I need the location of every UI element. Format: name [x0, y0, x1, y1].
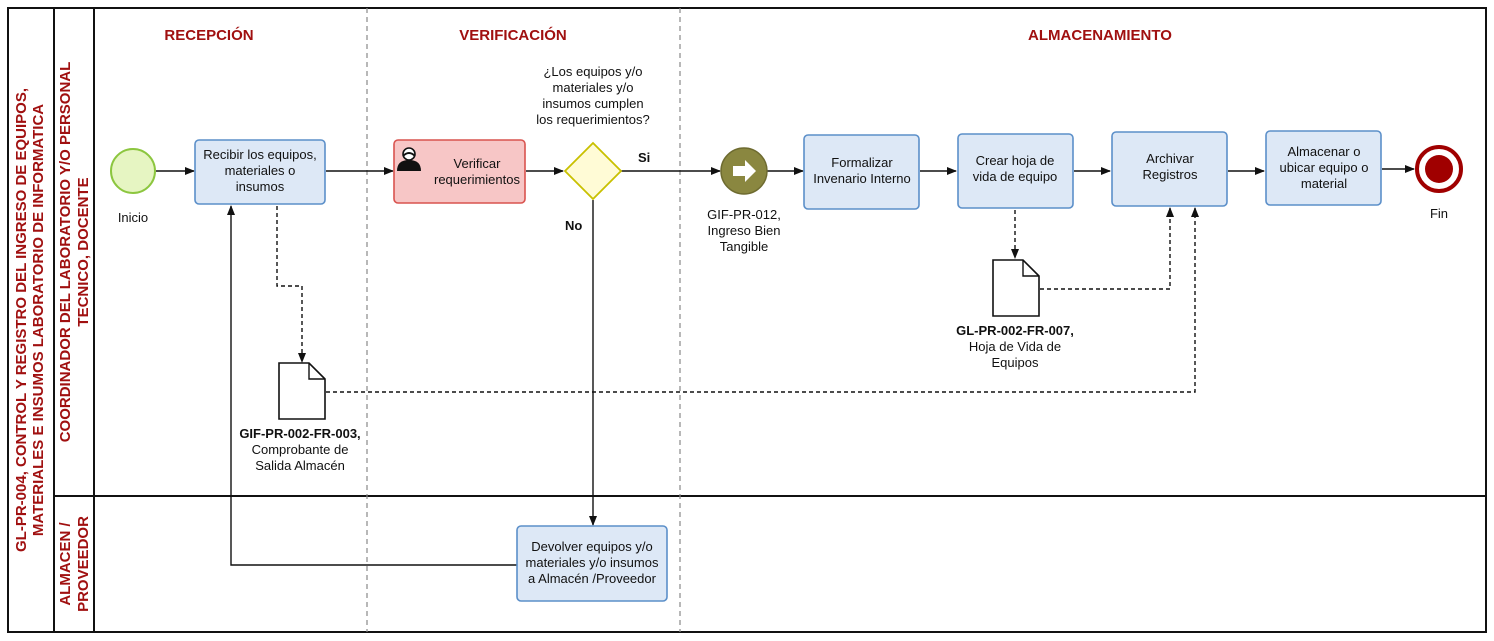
doc2-name-line2: Equipos — [992, 355, 1039, 370]
gateway-no-label: No — [565, 218, 582, 233]
pool-title-line1: GL-PR-004, CONTROL Y REGISTRO DEL INGRES… — [13, 88, 30, 552]
task-receive-line3: insumos — [236, 179, 285, 194]
association-flows — [276, 206, 1199, 393]
task-create-line1: Crear hoja de — [976, 153, 1055, 168]
doc1-name-line1: Comprobante de — [252, 442, 349, 457]
gateway-question-line4: los requerimientos? — [536, 112, 649, 127]
task-store-line2: ubicar equipo o — [1280, 160, 1369, 175]
subprocess-label-line2: Ingreso Bien — [708, 223, 781, 238]
task-create-sheet[interactable]: Crear hoja de vida de equipo — [957, 133, 1074, 209]
task-formalize[interactable]: Formalizar Invenario Interno — [803, 134, 920, 210]
lane-title-coordinator-line2: TECNICO, DOCENTE — [75, 177, 92, 326]
document-icon-doc1[interactable] — [278, 362, 326, 420]
gateway-question-line2: materiales y/o — [553, 80, 634, 95]
task-store-line1: Almacenar o — [1288, 144, 1361, 159]
task-formalize-line2: Invenario Interno — [813, 171, 911, 186]
task-archive-line1: Archivar — [1146, 151, 1194, 166]
assoc-receive-to-doc1 — [276, 206, 306, 363]
assoc-doc2-to-archive — [1040, 207, 1174, 290]
phase-reception: RECEPCIÓN — [164, 26, 253, 44]
task-return[interactable]: Devolver equipos y/o materiales y/o insu… — [516, 525, 668, 602]
end-label: Fin — [1430, 206, 1448, 221]
flow-return-to-receive — [227, 205, 517, 566]
lane-title-warehouse-line2: PROVEEDOR — [75, 516, 92, 612]
gateway-requirements[interactable] — [563, 141, 623, 201]
task-return-line1: Devolver equipos y/o — [531, 539, 652, 554]
doc1-name-line2: Salida Almacén — [255, 458, 345, 473]
subprocess-link-event[interactable] — [720, 147, 768, 195]
lane-title-warehouse-line1: ALMACEN / — [57, 522, 74, 606]
lane-title-coordinator-line1: COORDINADOR DEL LABORATORIO Y/O PERSONAL — [57, 62, 74, 443]
doc1-code: GIF-PR-002-FR-003, — [239, 426, 360, 441]
start-label: Inicio — [118, 210, 148, 225]
start-event[interactable] — [110, 148, 156, 194]
pool-frame — [7, 7, 1487, 633]
task-receive[interactable]: Recibir los equipos, materiales o insumo… — [194, 139, 326, 205]
gateway-yes-label: Si — [638, 150, 650, 165]
task-return-line3: a Almacén /Proveedor — [528, 571, 657, 586]
task-verify-line2: requerimientos — [434, 172, 520, 187]
task-create-line2: vida de equipo — [973, 169, 1058, 184]
gateway-question-line1: ¿Los equipos y/o — [543, 64, 642, 79]
lane-title-warehouse: ALMACEN / PROVEEDOR — [57, 516, 92, 612]
start-circle — [110, 148, 156, 194]
task-receive-line1: Recibir los equipos, — [203, 147, 316, 162]
gateway-question-line3: insumos cumplen — [542, 96, 643, 111]
subprocess-label-line1: GIF-PR-012, — [707, 207, 781, 222]
sequence-flows — [156, 165, 1415, 566]
task-verify-line1: Verificar — [454, 156, 502, 171]
assoc-doc1-to-archive — [326, 207, 1199, 393]
phase-verification: VERIFICACIÓN — [459, 26, 567, 44]
task-store-line3: material — [1301, 176, 1347, 191]
task-formalize-line1: Formalizar — [831, 155, 893, 170]
pool-title-line2: MATERIALES E INSUMOS LABORATORIO DE INFO… — [30, 104, 47, 536]
document-icon-doc2[interactable] — [992, 259, 1040, 317]
doc2-code: GL-PR-002-FR-007, — [956, 323, 1074, 338]
task-store[interactable]: Almacenar o ubicar equipo o material — [1265, 130, 1382, 206]
user-icon — [397, 147, 421, 171]
task-verify[interactable]: Verificar requerimientos — [393, 139, 526, 204]
task-archive-line2: Registros — [1143, 167, 1198, 182]
pool-title: GL-PR-004, CONTROL Y REGISTRO DEL INGRES… — [13, 88, 47, 552]
task-return-line2: materiales y/o insumos — [526, 555, 659, 570]
task-archive[interactable]: Archivar Registros — [1111, 131, 1228, 207]
arrow-right-icon — [733, 160, 756, 182]
task-receive-line2: materiales o — [225, 163, 296, 178]
end-event[interactable] — [1415, 145, 1463, 193]
doc2-name-line1: Hoja de Vida de — [969, 339, 1061, 354]
subprocess-label-line3: Tangible — [720, 239, 768, 254]
lane-title-coordinator: COORDINADOR DEL LABORATORIO Y/O PERSONAL… — [57, 62, 92, 443]
phase-storage: ALMACENAMIENTO — [1028, 27, 1172, 44]
